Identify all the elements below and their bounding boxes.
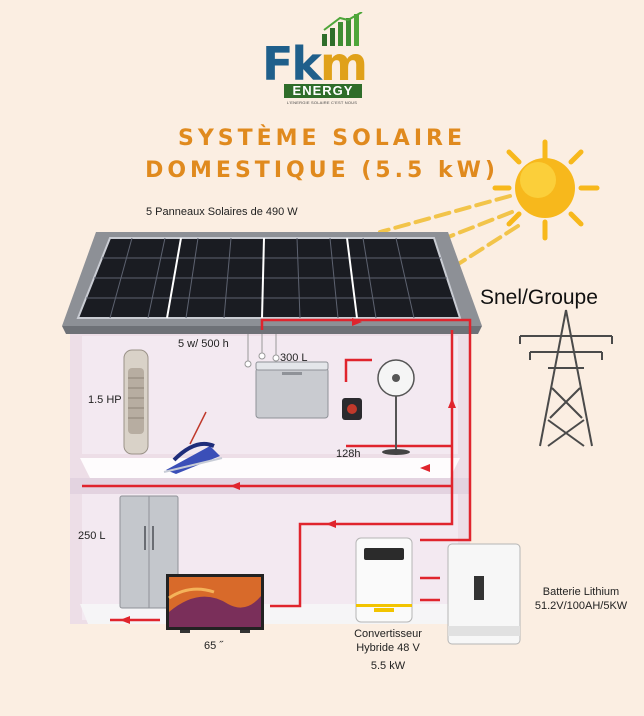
label-battery-spec: 51.2V/100AH/5KW [526,600,636,612]
small-heater-icon [342,398,362,420]
solar-panels-array [78,238,460,318]
label-fan-hours: 128h [336,448,360,460]
power-tower-icon [520,310,612,446]
label-lights: 5 w/ 500 h [178,338,229,350]
label-solar-panels: 5 Panneaux Solaires de 490 W [146,206,298,218]
label-battery-type: Batterie Lithium [526,586,636,598]
television-icon [166,574,264,633]
label-inverter-type: Convertisseur [336,628,440,640]
label-inverter-power: 5.5 kW [336,660,440,672]
label-refrigerator: 250 L [78,530,106,542]
lithium-battery-icon [448,544,520,644]
label-freezer: 300 L [280,352,308,364]
air-conditioner-icon [124,350,148,454]
label-grid-generator: Snel/Groupe [480,286,598,310]
label-air-conditioner: 1.5 HP [88,394,122,406]
sun-icon [495,142,597,238]
label-inverter-voltage: Hybride 48 V [336,642,440,654]
hybrid-inverter-icon [356,538,412,622]
label-television: 65 ˝ [204,640,223,652]
chest-freezer-icon [256,362,328,418]
